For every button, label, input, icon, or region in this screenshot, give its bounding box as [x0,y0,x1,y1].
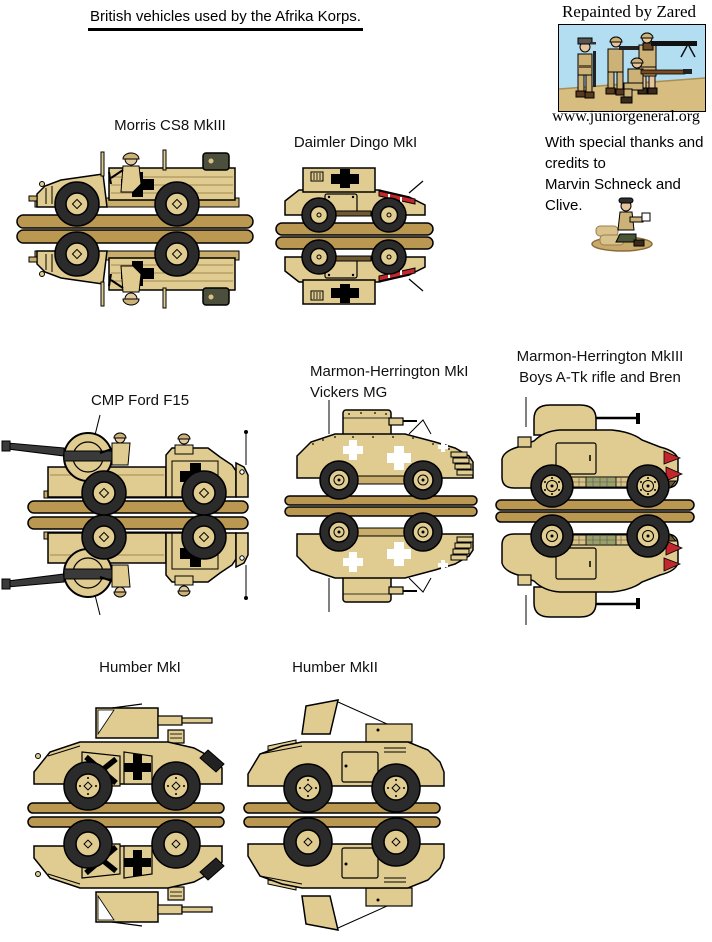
thanks-note: With special thanks and credits to Marvi… [545,132,712,216]
humber1-drawing [27,703,225,814]
vehicle-unit-dingo [275,163,435,309]
vehicle-label-morris: Morris CS8 MkIII [114,117,226,134]
wheel [371,197,407,233]
wheel [301,197,337,233]
rivets [312,412,450,450]
vehicle-unit-mh1 [283,400,479,612]
vehicle-unit-cmp [0,405,250,625]
wheel [530,464,574,508]
morris-truck-drawing [16,149,254,229]
vehicle-label-humber1: Humber MkI [99,659,181,676]
balkenkreuz-marking [124,754,151,780]
vehicle-label-line: Boys A-Tk rifle and Bren [519,369,681,386]
vehicle-label-cmp: CMP Ford F15 [90,392,190,409]
soldiers-illustration-drawing [558,25,706,111]
base-strip [275,222,434,236]
vehicle-label-line: Marmon-Herrington MkI [310,363,469,380]
page-title: British vehicles used by the Afrika Korp… [88,8,363,31]
base-strip [284,495,478,506]
wheel [283,763,333,813]
vehicle-unit-morris [15,140,255,318]
thanks-line: credits to [545,155,606,172]
mh1-drawing-mirrored [284,506,478,612]
wheel [181,470,227,515]
wheel [319,460,359,500]
vehicle-label-dingo: Daimler Dingo MkI [293,134,418,151]
base-strip [27,802,225,814]
aa-gun [1,432,113,482]
mh1-drawing [284,400,478,506]
dingo-drawing [275,167,434,236]
driver-figure [108,152,142,193]
vehicle-label-line: Vickers MG [310,384,388,401]
humber1-drawing-mirrored [27,816,225,927]
rifleman-figure [605,36,653,96]
humber2-drawing [243,699,445,814]
wheel [54,181,100,227]
stowage-pack [202,152,230,171]
turret-gun [157,715,213,726]
wheel [81,470,127,515]
thanks-line: Marvin Schneck and [545,176,681,193]
cmp-truck-drawing-mirrored [1,515,249,616]
thanks-line: Clive. [545,197,583,214]
driver-figure [174,433,194,455]
kneeling-shooter-figure [620,57,692,104]
wheel [626,464,670,508]
vehicle-label-humber2: Humber MkII [292,659,378,676]
base-strip [495,499,695,511]
vehicle-unit-humber1 [22,690,234,940]
dingo-drawing-mirrored [275,236,434,305]
vehicle-unit-humber2 [238,690,450,940]
vehicle-label-line: Marmon-Herrington MkIII [516,348,684,365]
balkenkreuz-marking [331,169,359,188]
officer-figure [575,37,596,99]
white-cross-marking [343,440,448,470]
repainted-credit: Repainted by Zared [561,2,697,21]
cmp-truck-drawing [1,414,249,515]
resting-soldier-illustration [590,194,654,257]
morris-truck-drawing-mirrored [16,229,254,309]
mh3-drawing [495,397,695,511]
website-credit: www.juniorgeneral.org [552,108,700,125]
front-louvres [450,451,474,476]
thanks-line: With special thanks and [545,134,704,151]
mh3-drawing-mirrored [495,511,695,625]
vehicle-label-mh1: Marmon-Herrington MkI Vickers MG [310,361,490,403]
wheel [154,181,200,227]
wheel [403,460,443,500]
stowed-tool [199,749,225,773]
wheel [371,763,421,813]
wheel [63,761,113,811]
vehicle-unit-mh3 [490,397,700,625]
humber2-drawing-mirrored [243,816,445,931]
red-pennant-marking [663,450,683,482]
vehicle-label-mh3: Marmon-Herrington MkIII Boys A-Tk rifle … [495,346,705,388]
wheel [151,761,201,811]
soldiers-illustration [558,24,706,112]
base-strip [16,214,254,229]
gunner-figure [99,432,131,466]
